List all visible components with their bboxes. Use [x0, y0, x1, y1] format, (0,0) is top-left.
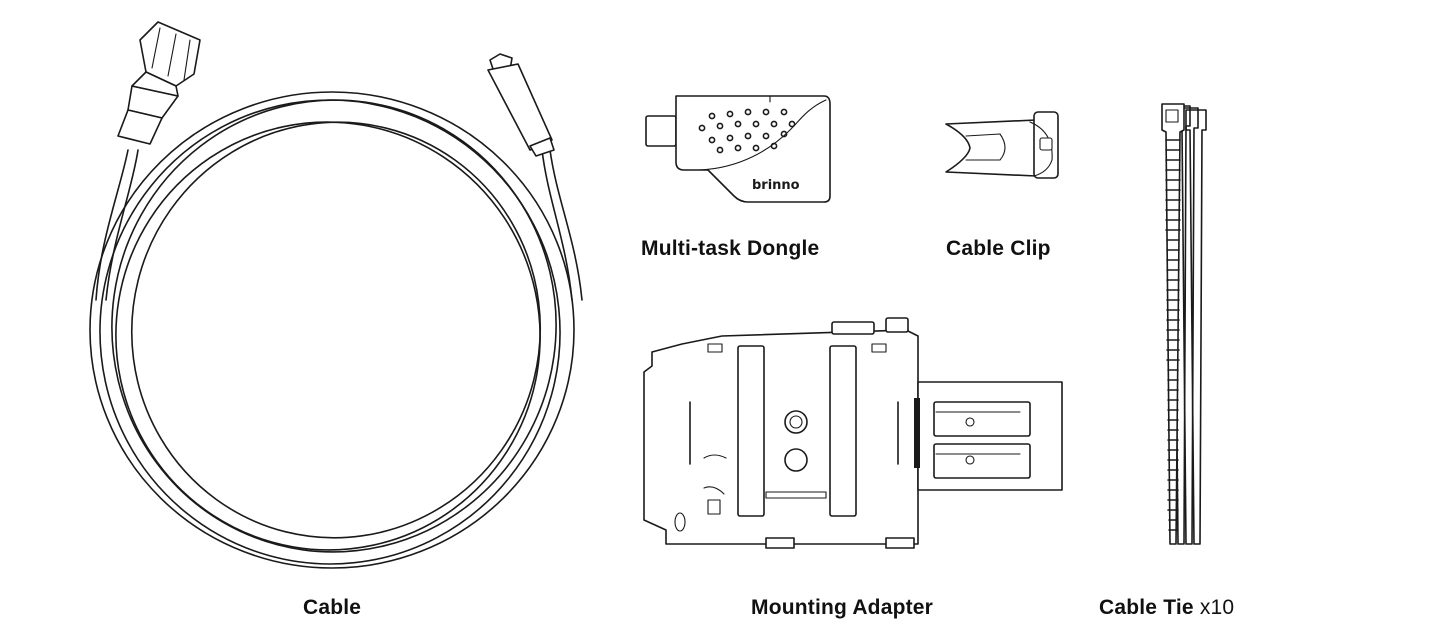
multi-task-dongle-label: Multi-task Dongle: [641, 237, 820, 260]
cable-connector-usbc: [487, 53, 555, 157]
dongle-brand-logo: brinno: [752, 178, 800, 193]
cable-tie-name: Cable Tie: [1099, 596, 1194, 619]
mounting-adapter-illustration: [643, 317, 1063, 549]
cable-clip-label: Cable Clip: [946, 237, 1051, 260]
cable-tie-illustration: [1161, 103, 1207, 545]
cable-clip-illustration: [945, 111, 1059, 179]
mounting-adapter-label: Mounting Adapter: [751, 596, 934, 619]
cable-label: Cable: [303, 596, 362, 619]
cable-tie-quantity: x10: [1199, 596, 1235, 619]
cable-illustration: [89, 21, 583, 569]
dongle-illustration: brinno: [645, 95, 831, 203]
cable-connector-large: [117, 21, 201, 145]
cable-tie-label: Cable Tie x10: [1099, 596, 1234, 620]
